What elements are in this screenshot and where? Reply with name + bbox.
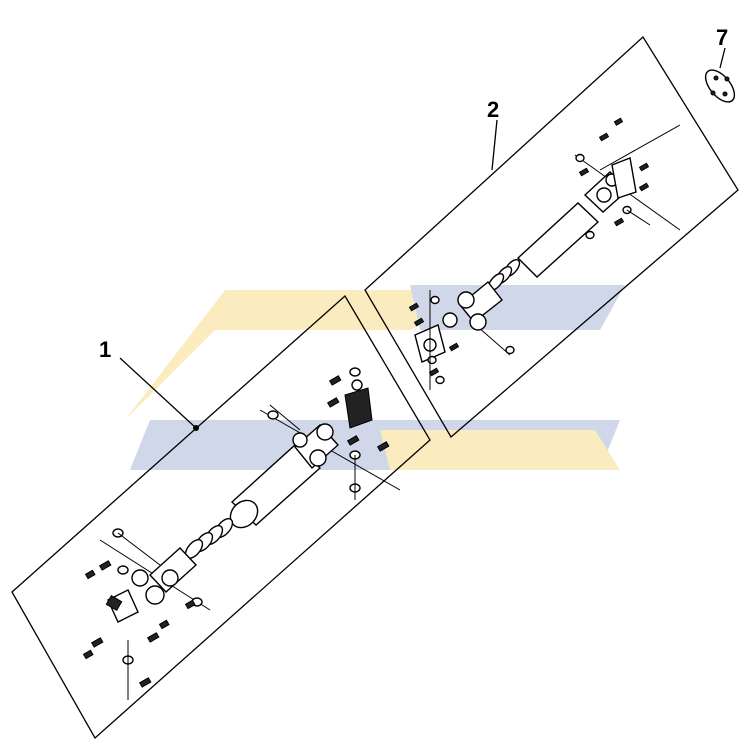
rear-yoke xyxy=(292,423,339,470)
rear-flange xyxy=(344,379,373,429)
watermark-logo xyxy=(125,285,625,470)
spline-boot xyxy=(184,518,234,559)
part-7-coupling-disc xyxy=(704,69,736,103)
shaft-tube-2 xyxy=(516,202,600,278)
front-yoke-2 xyxy=(442,281,503,331)
assembly-1-box xyxy=(11,294,431,740)
callout-7: 7 xyxy=(716,25,728,50)
assembly-1-drive-shaft xyxy=(82,367,401,700)
callout-2: 2 xyxy=(487,97,499,122)
fasteners-1 xyxy=(82,367,390,688)
front-flange xyxy=(105,589,139,623)
watermark-c-top xyxy=(410,285,625,330)
leader-1 xyxy=(119,357,197,429)
leader-1-dot xyxy=(193,425,199,431)
callout-1: 1 xyxy=(99,337,111,362)
rear-flange-2 xyxy=(611,157,637,199)
watermark-s-top xyxy=(125,290,450,420)
leader-7 xyxy=(719,47,726,69)
watermark-c-bottom xyxy=(380,430,620,470)
leader-2 xyxy=(491,119,498,171)
assembly-2-box xyxy=(364,35,739,439)
fasteners-2 xyxy=(408,117,650,385)
front-yoke xyxy=(131,547,198,605)
spline-boot-2 xyxy=(487,258,521,292)
assembly-2-drive-shaft xyxy=(408,117,681,390)
